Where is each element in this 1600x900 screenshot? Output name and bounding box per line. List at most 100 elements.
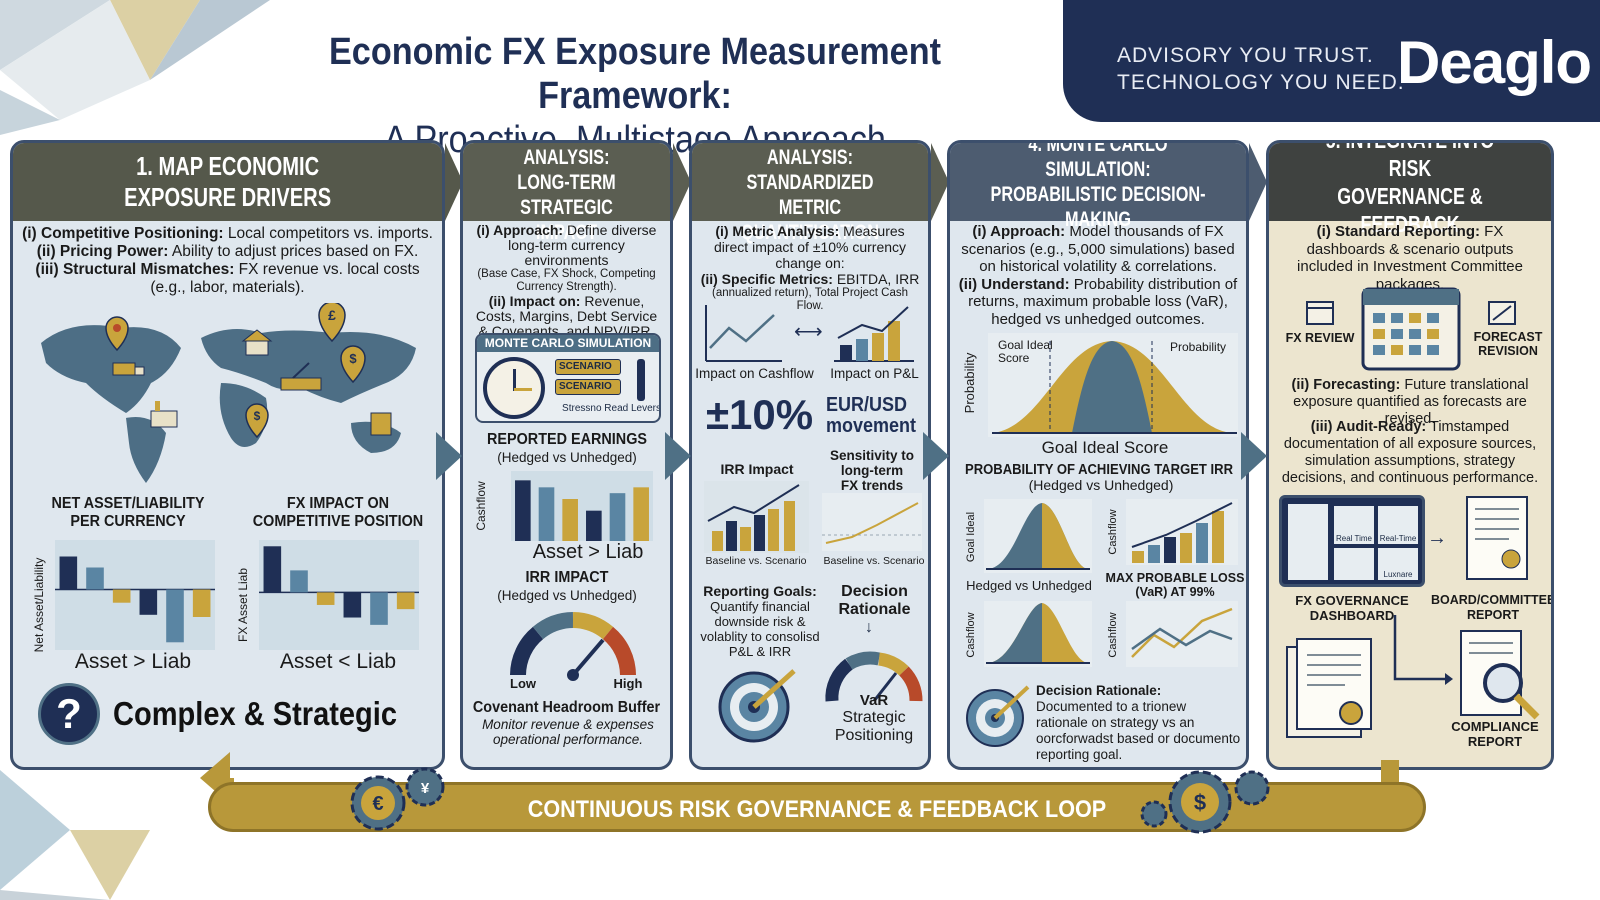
mini-distribution-2: Cashflow: [965, 601, 1092, 667]
probability-distribution: Probability Goal Ideal Score Probability: [962, 333, 1238, 437]
strategic-line-1: Strategic: [842, 709, 906, 726]
stage-1-iii-text: FX revenue vs. local costs (e.g., labor,…: [150, 261, 420, 296]
stage-5-text-1: (i) Standard Reporting: FX dashboards & …: [1277, 223, 1543, 293]
gear-cluster-left: € ¥: [350, 767, 445, 831]
scenario-dropdown-2[interactable]: SCENARIO: [555, 379, 621, 395]
stage-3-ii-text: EBITDA, IRR: [832, 271, 920, 287]
stage-1-title-1: 1. MAP ECONOMIC: [135, 151, 320, 181]
var-gauge: [825, 651, 923, 702]
stage-1-title-2: EXPOSURE DRIVERS: [123, 182, 331, 212]
document-stack-icon: [1286, 638, 1372, 738]
stage-5-i-text: FX dashboards & scenario outputs include…: [1297, 223, 1523, 293]
dollar-gear-symbol: $: [1194, 790, 1206, 815]
fx-impact-chart: FX Asset Liab: [236, 540, 419, 650]
stage-1-i-text: Local competitors vs. imports.: [223, 225, 433, 242]
chart-1-title-line-1: NET ASSET/LIABILITY: [51, 495, 205, 512]
stage-arrow-2: [665, 432, 691, 480]
pl-impact-icon: [834, 306, 914, 362]
stage-2-i-text: Define diverse long-term currency enviro…: [508, 222, 657, 268]
earnings-sub: (Hedged vs Unhedged): [497, 450, 637, 465]
cashflow-impact-icon: [705, 305, 782, 362]
scenario-dropdown-1[interactable]: SCENARIO: [555, 359, 621, 375]
down-arrow-icon: ↓: [865, 619, 873, 636]
levers-label: Stressno Read Levers: [562, 403, 661, 414]
goal-callout-1: Goal Ideal: [998, 338, 1053, 352]
strategic-positioning: Strategic Positioning: [816, 709, 928, 745]
forecast-line-1: FORECAST: [1473, 330, 1543, 344]
governance-dashboard[interactable]: Real Time Real-Time Luxnare: [1279, 495, 1425, 587]
earnings-title: REPORTED EARNINGS: [486, 431, 648, 448]
distribution-xlabel: Goal Ideal Score: [1041, 438, 1169, 457]
earnings-bars: [515, 480, 649, 541]
stage-5-text-3: (iii) Audit-Ready: Timstamped documentat…: [1277, 419, 1543, 487]
chart-bar: [396, 592, 415, 610]
svg-text:$: $: [349, 351, 357, 366]
stage-4-ii-label: (ii) Understand:: [958, 275, 1070, 293]
sensitivity-line-3: FX trends: [840, 478, 904, 493]
stage-2-text: (i) Approach: Define diverse long-term c…: [471, 223, 662, 339]
strategic-line-2: Positioning: [834, 727, 914, 744]
chart-bar: [166, 589, 184, 643]
stage-2-title-1: 2. SCENARIO ANALYSIS:: [515, 143, 619, 169]
mini-3-ylabel: Cashflow: [965, 612, 977, 657]
decision-line-2: Rationale: [838, 601, 911, 618]
dollar-icon: $: [340, 345, 366, 384]
chart-2-ylabel: FX Asset Liab: [236, 568, 250, 642]
brand-logo[interactable]: Deaglo: [1397, 29, 1592, 96]
chart-2-title: FX IMPACT ON COMPETITIVE POSITION: [248, 495, 428, 531]
building-icon: [370, 412, 392, 436]
chart-bar: [86, 567, 104, 590]
chart-bar: [609, 493, 626, 541]
reported-earnings-chart: Cashflow: [474, 471, 653, 541]
clock-icon: [483, 357, 545, 419]
stage-arrow-3: [923, 432, 949, 480]
chart-1-ylabel: Net Asset/Liability: [32, 558, 46, 653]
cashflow-caption: Impact on Cashflow: [695, 366, 814, 381]
earnings-ylabel: Cashflow: [474, 481, 488, 531]
double-arrow-icon: ⟷: [794, 321, 823, 343]
euro-gear-symbol: €: [372, 793, 383, 815]
dollar-pin-icon: $: [245, 403, 269, 439]
board-report-icon[interactable]: [1463, 495, 1533, 583]
forecast-line-2: REVISION: [1478, 344, 1538, 358]
forecast-icon: [1488, 301, 1516, 325]
stage-1-iii-label: (iii) Structural Mismatches:: [35, 261, 235, 278]
chart-bar: [633, 487, 649, 541]
irr-impact-sub: (Hedged vs Unhedged): [497, 588, 637, 603]
irr-impact-chart: [704, 481, 809, 553]
pound-icon: £: [318, 303, 346, 343]
chart-2-bars: [259, 546, 419, 625]
brand-banner: ADVISORY YOU TRUST. TECHNOLOGY YOU NEED.…: [1063, 0, 1600, 122]
lever-slider[interactable]: [637, 359, 645, 401]
stage-3-title-2: STANDARDIZED METRIC: [746, 170, 874, 219]
forecast-label: FORECAST REVISION: [1463, 330, 1551, 358]
tagline-line-1: ADVISORY YOU TRUST.: [1117, 44, 1374, 67]
board-line-2: REPORT: [1466, 608, 1520, 622]
stage-3-i-text: Measures direct impact of ±10% currency …: [713, 223, 907, 271]
yen-gear-symbol: ¥: [421, 780, 430, 797]
board-label: BOARD/COMMITTEE REPORT: [1431, 593, 1551, 623]
chart-1-title: NET ASSET/LIABILITY PER CURRENCY: [43, 495, 214, 531]
irr-impact-label: IRR Impact: [720, 461, 794, 477]
stage-4-title-1: 4. MONTE CARLO SIMULATION:: [1028, 140, 1168, 181]
stage-5-title-2: GOVERNANCE & FEEDBACK: [1337, 183, 1483, 237]
mini-2-ylabel: Cashflow: [1107, 509, 1119, 554]
svg-text:$: $: [254, 409, 261, 423]
chart-bar: [290, 570, 308, 593]
stage-4-title-2: PROBABILISTIC DECISION-MAKING: [990, 183, 1206, 231]
compliance-report-icon[interactable]: [1455, 629, 1545, 729]
target-icon: [718, 669, 796, 743]
crane-icon: [280, 362, 322, 391]
stage-2-i-label: (i) Approach:: [476, 222, 564, 238]
tagline: ADVISORY YOU TRUST. TECHNOLOGY YOU NEED.: [1117, 42, 1405, 96]
goal-callout-2: Score: [998, 351, 1030, 365]
stage-1-chevron: [445, 143, 463, 221]
world-map: £ $ $: [41, 303, 416, 483]
chart-bar: [515, 480, 531, 541]
chart-bar: [112, 589, 131, 603]
decision-rationale-label: Decision Rationale: [822, 583, 927, 619]
chart-bar: [59, 556, 78, 590]
chart-2-xlabel: Asset < Liab: [279, 650, 397, 673]
covenant-text: Monitor revenue & expenses operational p…: [482, 717, 654, 747]
